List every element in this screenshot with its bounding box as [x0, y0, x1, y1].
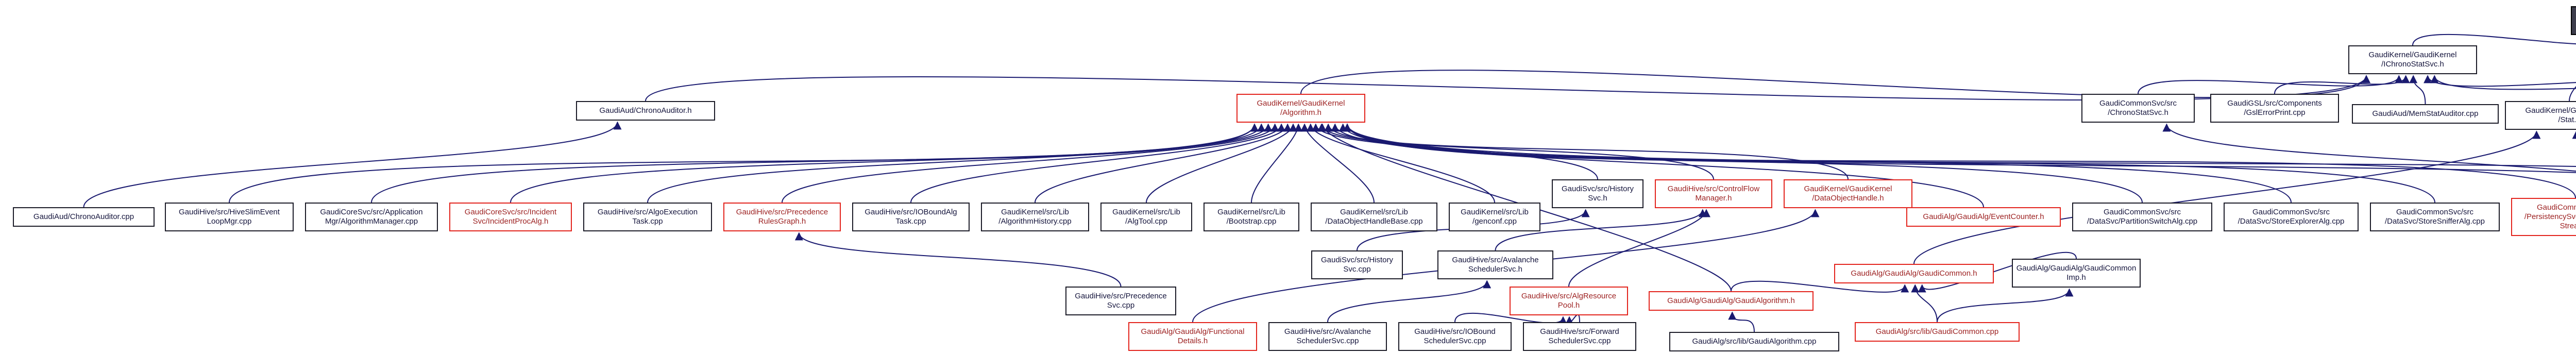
include-edge-gaudialgorithm_h-to-gaudicommon_h: [1731, 280, 1909, 293]
node-evtcollectionstream-h[interactable]: GaudiCommonSvc/src /PersistencySvc/EvtCo…: [2511, 198, 2576, 236]
node-eventcounter-h[interactable]: GaudiAlg/GaudiAlg/EventCounter.h: [1906, 207, 2061, 227]
node-istatsvc-h[interactable]: GaudiKernel/GaudiKernel /IStatSvc.h: [2571, 6, 2576, 35]
include-edge-bootstrap_cpp-to-algorithm_h: [1251, 123, 1303, 203]
node-storeexploreralg-cpp[interactable]: GaudiCommonSvc/src /DataSvc/StoreExplore…: [2224, 203, 2359, 231]
node-avalancheschedulersvc-cpp[interactable]: GaudiHive/src/Avalanche SchedulerSvc.cpp: [1268, 322, 1387, 351]
node-chronoauditor-h[interactable]: GaudiAud/ChronoAuditor.h: [576, 101, 715, 121]
node-algresourcepool-h[interactable]: GaudiHive/src/AlgResource Pool.h: [1510, 287, 1628, 315]
node-storesnifferalg-cpp[interactable]: GaudiCommonSvc/src /DataSvc/StoreSniffer…: [2370, 203, 2500, 231]
include-edge-chronoauditor_cpp-to-chronoauditor_h: [83, 121, 622, 208]
node-partitionswitchalg-cpp[interactable]: GaudiCommonSvc/src /DataSvc/PartitionSwi…: [2072, 203, 2212, 231]
node-ioboundschedulersvc-cpp[interactable]: GaudiHive/src/IOBound SchedulerSvc.cpp: [1398, 322, 1512, 351]
include-edge-sequencer_h-to-algorithm_h: [1343, 123, 2576, 173]
include-edge-algorithm_h-to-ichronostatsvc_h: [1300, 70, 2370, 98]
node-dataobjecthandle-h[interactable]: GaudiKernel/GaudiKernel /DataObjectHandl…: [1784, 179, 1912, 208]
include-edge-dataobjecthandlebase_cpp-to-algorithm_h: [1300, 123, 1375, 203]
include-edge-ioboundschedulersvc_cpp-to-algresourcepool_h: [1454, 312, 1567, 325]
node-algorithmhistory-cpp[interactable]: GaudiKernel/src/Lib /AlgorithmHistory.cp…: [981, 203, 1089, 231]
include-edge-forwardschedulersvc_cpp-to-algresourcepool_h: [1565, 314, 1580, 325]
include-edge-gaudicommon_h-to-stat_h: [1913, 130, 2541, 264]
include-edge-memstatauditor_cpp-to-ichronostatsvc_h: [2409, 75, 2426, 105]
node-precedencesvc-cpp[interactable]: GaudiHive/src/Precedence Svc.cpp: [1065, 287, 1176, 315]
node-controlflowmanager-h[interactable]: GaudiHive/src/ControlFlow Manager.h: [1655, 179, 1772, 208]
node-gaudicommon-cpp[interactable]: GaudiAlg/src/lib/GaudiCommon.cpp: [1855, 322, 2020, 342]
node-dataobjecthandlebase-cpp[interactable]: GaudiKernel/src/Lib /DataObjectHandleBas…: [1311, 203, 1437, 231]
include-edge-precedencesvc_cpp-to-precedencerulesgraph_h: [795, 232, 1122, 287]
include-edge-gaudialgorithm_cpp-to-gaudialgorithm_h: [1728, 311, 1755, 332]
include-edge-algresourcepool_h-to-controlflowmanager_h: [1568, 209, 1710, 287]
node-algtool-cpp[interactable]: GaudiKernel/src/Lib /AlgTool.cpp: [1100, 203, 1192, 231]
include-edge-gaudicommonimp_h-to-gaudicommon_h: [1918, 251, 2077, 293]
node-ichronostatsvc-h[interactable]: GaudiKernel/GaudiKernel /IChronoStatSvc.…: [2348, 45, 2477, 74]
include-edge-precedencerulesgraph_h-to-algorithm_h: [782, 123, 1279, 203]
node-gaudialgorithm-h[interactable]: GaudiAlg/GaudiAlg/GaudiAlgorithm.h: [1649, 291, 1814, 311]
node-incidentprocalg-h[interactable]: GaudiCoreSvc/src/Incident Svc/IncidentPr…: [449, 203, 572, 231]
node-genconf-cpp[interactable]: GaudiKernel/src/Lib /genconf.cpp: [1449, 203, 1540, 231]
include-edge-algtool_cpp-to-algorithm_h: [1146, 123, 1297, 203]
include-edge-gaudicommon_cpp-to-gaudicommon_h: [1911, 284, 1938, 323]
node-algoexecutiontask-cpp[interactable]: GaudiHive/src/AlgoExecution Task.cpp: [583, 203, 712, 231]
node-avalancheschedulersvc-h[interactable]: GaudiHive/src/Avalanche SchedulerSvc.h: [1437, 250, 1553, 279]
include-edge-ioboundalgtask_cpp-to-algorithm_h: [910, 123, 1285, 203]
node-ioboundalgtask-cpp[interactable]: GaudiHive/src/IOBoundAlg Task.cpp: [852, 203, 970, 231]
include-edge-gaudicommon_cpp-to-gaudicommonimp_h: [1937, 288, 2074, 323]
include-edge-stat_h-to-root: [2569, 86, 2576, 102]
include-edge-gslerrorcount_cpp-to-ichronostatsvc_h: [2424, 75, 2576, 87]
include-edge-algoexecutiontask_cpp-to-algorithm_h: [647, 123, 1273, 203]
node-historysvc-cpp[interactable]: GaudiSvc/src/History Svc.cpp: [1311, 250, 1403, 279]
include-edge-chronostatsvc_cpp-to-chronostatsvc_h: [2162, 123, 2576, 172]
node-bootstrap-cpp[interactable]: GaudiKernel/src/Lib /Bootstrap.cpp: [1204, 203, 1299, 231]
node-functionaldetails-h[interactable]: GaudiAlg/GaudiAlg/Functional Details.h: [1128, 322, 1257, 351]
node-stat-h[interactable]: GaudiKernel/GaudiKernel /Stat.h: [2505, 101, 2576, 130]
include-edge-algorithmhistory_cpp-to-algorithm_h: [1035, 123, 1292, 203]
node-algorithm-h[interactable]: GaudiKernel/GaudiKernel /Algorithm.h: [1236, 94, 1365, 123]
node-chronoauditor-cpp[interactable]: GaudiAud/ChronoAuditor.cpp: [13, 207, 155, 227]
node-gslerrorprint-cpp[interactable]: GaudiGSL/src/Components /GslErrorPrint.c…: [2210, 94, 2339, 123]
include-edge-evtcollectionstream_h-to-algorithm_h: [1343, 123, 2576, 198]
include-edge-countersvc_cpp-to-ichronostatsvc_h: [2430, 75, 2576, 90]
include-edge-genconf_cpp-to-algorithm_h: [1306, 123, 1495, 203]
node-gaudicommonimp-h[interactable]: GaudiAlg/GaudiAlg/GaudiCommon Imp.h: [2012, 259, 2141, 288]
include-edge-chronostatsvc_h-to-ichronostatsvc_h: [2138, 75, 2403, 94]
include-edge-avalancheschedulersvc_cpp-to-avalancheschedulersvc_h: [1327, 280, 1492, 323]
include-edge-incidentprocalg_h-to-algorithm_h: [510, 123, 1266, 203]
node-algorithmmanager-cpp[interactable]: GaudiCoreSvc/src/Application Mgr/Algorit…: [305, 203, 438, 231]
node-memstatauditor-cpp[interactable]: GaudiAud/MemStatAuditor.cpp: [2352, 104, 2499, 124]
node-gaudicommon-h[interactable]: GaudiAlg/GaudiAlg/GaudiCommon.h: [1834, 264, 1994, 283]
node-gaudialgorithm-cpp[interactable]: GaudiAlg/src/lib/GaudiAlgorithm.cpp: [1669, 332, 1839, 351]
include-edge-ichronostatsvc_h-to-root: [2412, 33, 2576, 46]
include-edge-gslerrorprint_cpp-to-ichronostatsvc_h: [2274, 75, 2410, 94]
include-edge-dataobjecthandle_h-to-algorithm_h: [1324, 123, 1849, 180]
node-hiveslimeventloopmgr-cpp[interactable]: GaudiHive/src/HiveSlimEvent LoopMgr.cpp: [165, 203, 294, 231]
include-edge-eventcounter_h-to-algorithm_h: [1331, 123, 1984, 208]
node-forwardschedulersvc-cpp[interactable]: GaudiHive/src/Forward SchedulerSvc.cpp: [1523, 322, 1636, 351]
node-chronostatsvc-h[interactable]: GaudiCommonSvc/src /ChronoStatSvc.h: [2081, 94, 2195, 123]
node-precedencerulesgraph-h[interactable]: GaudiHive/src/Precedence RulesGraph.h: [723, 203, 841, 231]
include-edge-avalancheschedulersvc_h-to-controlflowmanager_h: [1495, 209, 1707, 251]
node-historysvc-h[interactable]: GaudiSvc/src/History Svc.h: [1552, 179, 1643, 208]
include-edge-pyalgorithm_cpp-to-algorithm_h: [1343, 123, 2576, 167]
